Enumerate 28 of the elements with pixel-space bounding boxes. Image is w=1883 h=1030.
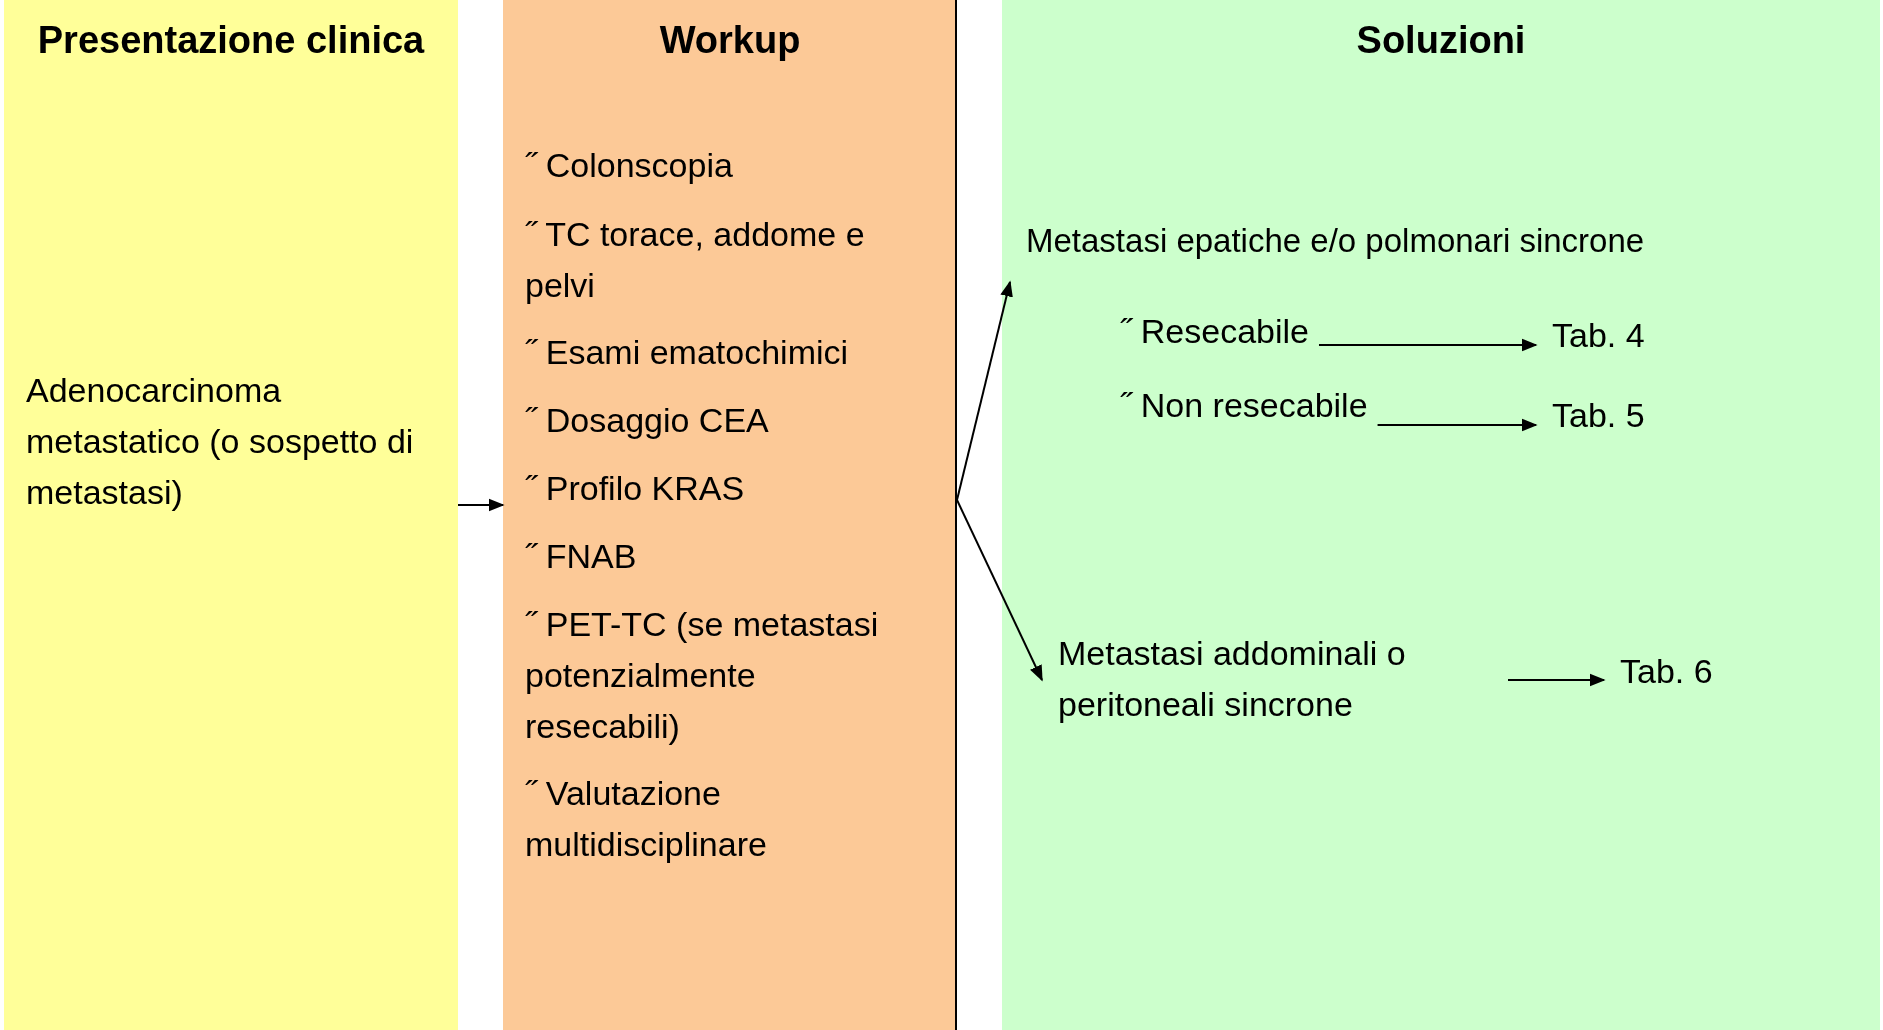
- arrow: [1507, 673, 1606, 687]
- column-heading: Presentazione clinica: [36, 18, 426, 63]
- list-item-text: ˝ Resecabile: [1120, 306, 1309, 357]
- column-panel: [4, 0, 458, 1030]
- column-heading: Soluzioni: [1355, 18, 1527, 63]
- list-item-text: ˝ Profilo KRAS: [525, 463, 745, 514]
- list-item-text: ˝ Valutazione multidisciplinare: [525, 768, 915, 870]
- list-item-text: ˝ Colonscopia: [525, 140, 733, 191]
- list-item-text: ˝ Non resecabile: [1120, 380, 1368, 431]
- list-item-text: Metastasi epatiche e/o polmonari sincrone: [1026, 216, 1645, 266]
- arrow: [1376, 418, 1538, 432]
- presentation-text: Adenocarcinoma metastatico (o sospetto di metastasi): [26, 370, 415, 513]
- list-item-text: ˝ Dosaggio CEA: [525, 395, 769, 446]
- arrow: [457, 498, 505, 512]
- arrow: [1318, 338, 1538, 352]
- list-item-text: Tab. 5: [1552, 390, 1645, 441]
- list-item-text: ˝ TC torace, addome e pelvi: [525, 209, 915, 311]
- list-item-text: ˝ PET-TC (se metastasi potenzialmente resecabili): [525, 599, 915, 752]
- list-item-text: Tab. 4: [1552, 310, 1645, 361]
- column-panel: [1002, 0, 1880, 1030]
- list-item-text: ˝ FNAB: [525, 531, 637, 582]
- column-panel: [503, 0, 957, 1030]
- arrow: [956, 499, 1043, 682]
- column-heading: Workup: [658, 18, 802, 63]
- list-item-text: Metastasi addominali o peritoneali sincrone: [1058, 628, 1498, 730]
- list-item-text: Tab. 6: [1620, 646, 1713, 697]
- arrow: [956, 280, 1013, 501]
- list-item-text: ˝ Esami ematochimici: [525, 327, 849, 378]
